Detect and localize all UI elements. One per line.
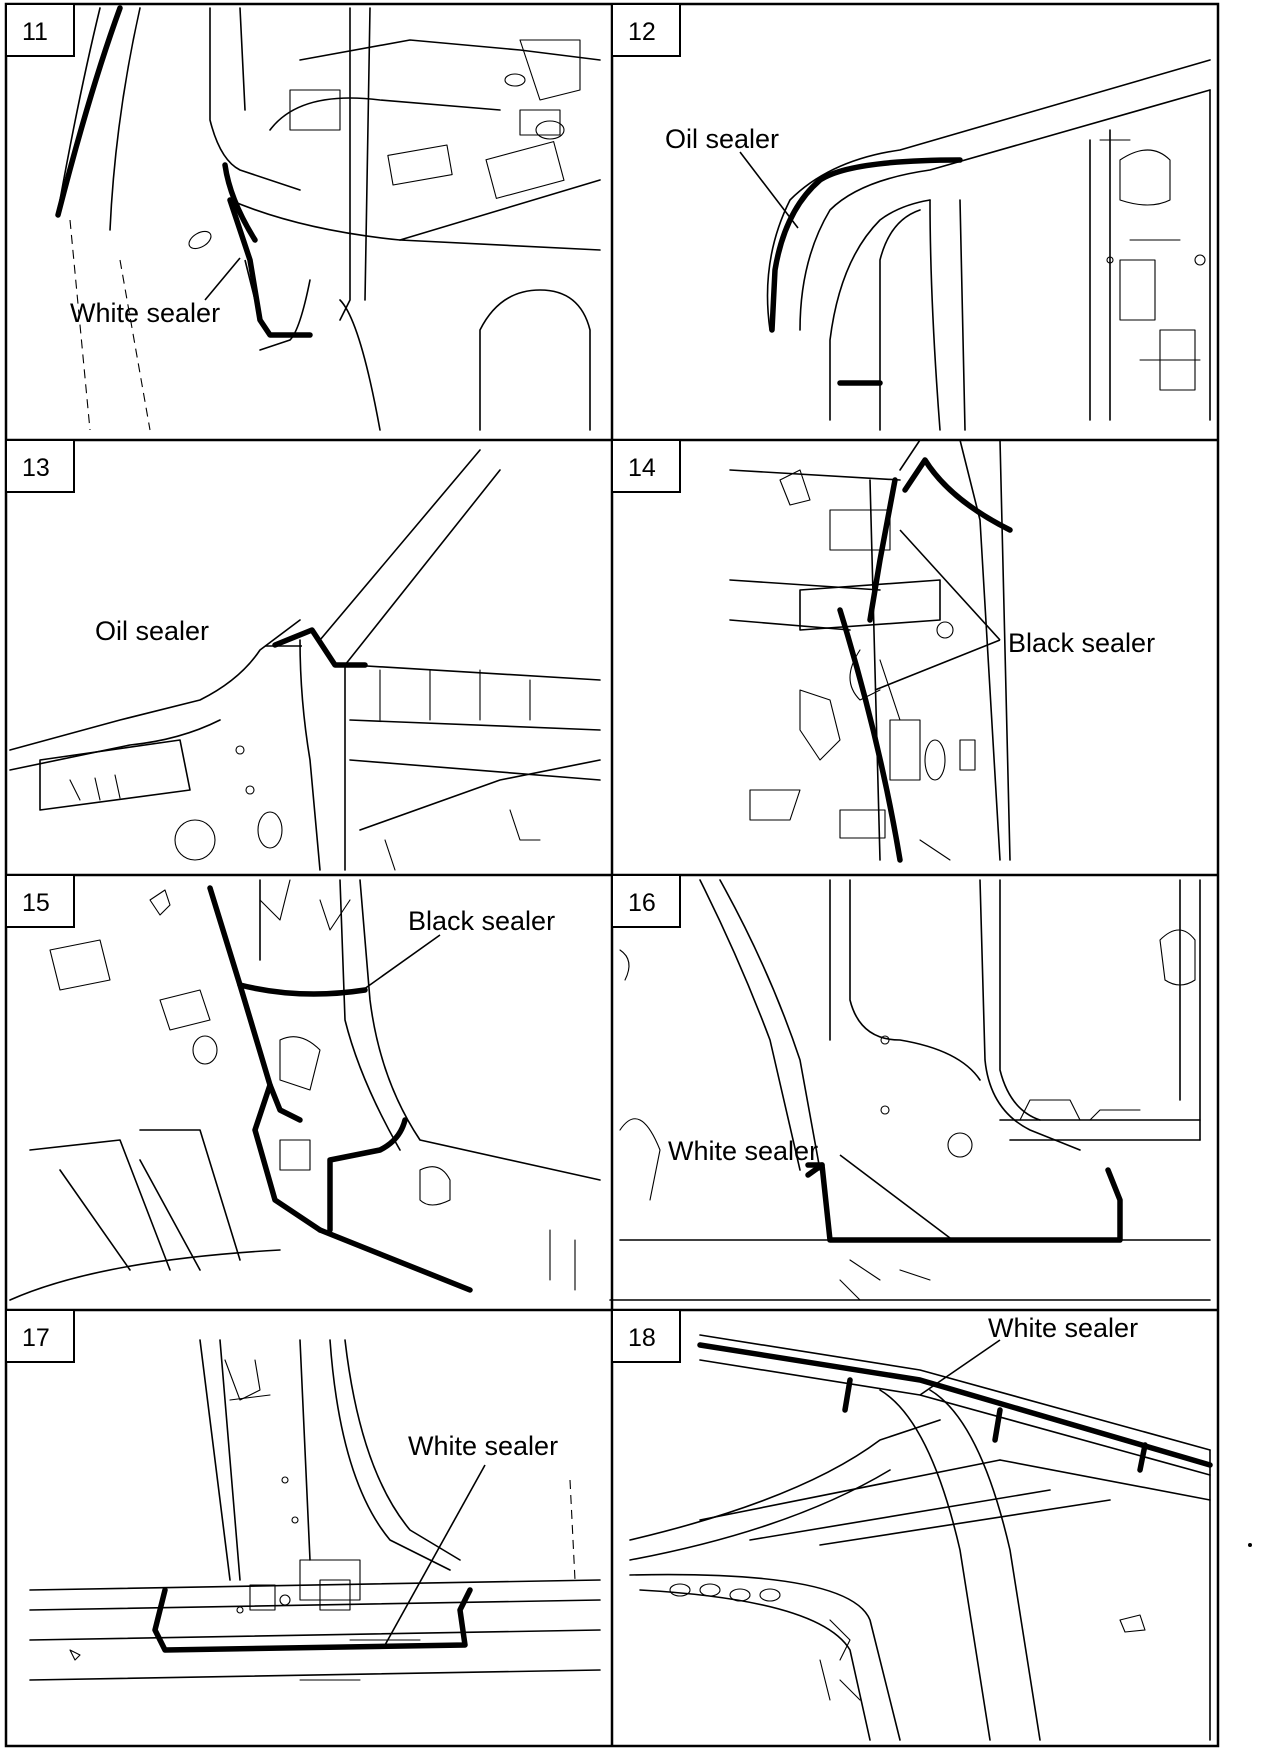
panel-18-callout-white-sealer: White sealer — [988, 1313, 1138, 1343]
panel-18: 18 White sealer — [611, 1309, 1213, 1741]
panel-13: 13 Oil sealer — [5, 439, 601, 871]
panel-14-callout-black-sealer: Black sealer — [1008, 628, 1155, 658]
panel-12-number: 12 — [628, 18, 656, 46]
panel-15-drawing — [9, 879, 601, 1301]
panel-18-drawing — [629, 1334, 1213, 1741]
panel-12-callout-oil-sealer: Oil sealer — [665, 124, 779, 154]
panel-15-callout-black-sealer: Black sealer — [408, 906, 555, 936]
panel-17-number: 17 — [22, 1324, 50, 1352]
panel-18-number: 18 — [628, 1324, 656, 1352]
panel-15: 15 Black sealer — [5, 874, 601, 1301]
panel-13-callout-oil-sealer: Oil sealer — [95, 616, 209, 646]
panel-16-number: 16 — [628, 889, 656, 917]
panel-11-callout-white-sealer: White sealer — [70, 298, 220, 328]
panel-16-drawing — [609, 879, 1211, 1301]
margin-dot — [1248, 1543, 1252, 1547]
panel-14: 14 Black sealer — [611, 439, 1155, 863]
panel-14-drawing — [729, 439, 1013, 863]
panel-16-callout-white-sealer: White sealer — [668, 1136, 818, 1166]
panel-14-number: 14 — [628, 454, 656, 482]
panel-11-number: 11 — [22, 18, 48, 46]
panel-11: 11 White sealer — [5, 3, 601, 431]
panel-12: 12 Oil sealer — [611, 3, 1211, 431]
panel-12-drawing — [766, 59, 1211, 431]
panel-13-drawing — [9, 449, 601, 871]
panel-15-number: 15 — [22, 889, 50, 917]
panel-17-callout-white-sealer: White sealer — [408, 1431, 558, 1461]
panel-17: 17 White sealer — [5, 1309, 601, 1681]
panel-17-drawing — [29, 1339, 601, 1681]
panel-13-number: 13 — [22, 454, 50, 482]
panel-16: 16 White sealer — [609, 874, 1211, 1301]
panel-11-drawing — [55, 5, 601, 431]
